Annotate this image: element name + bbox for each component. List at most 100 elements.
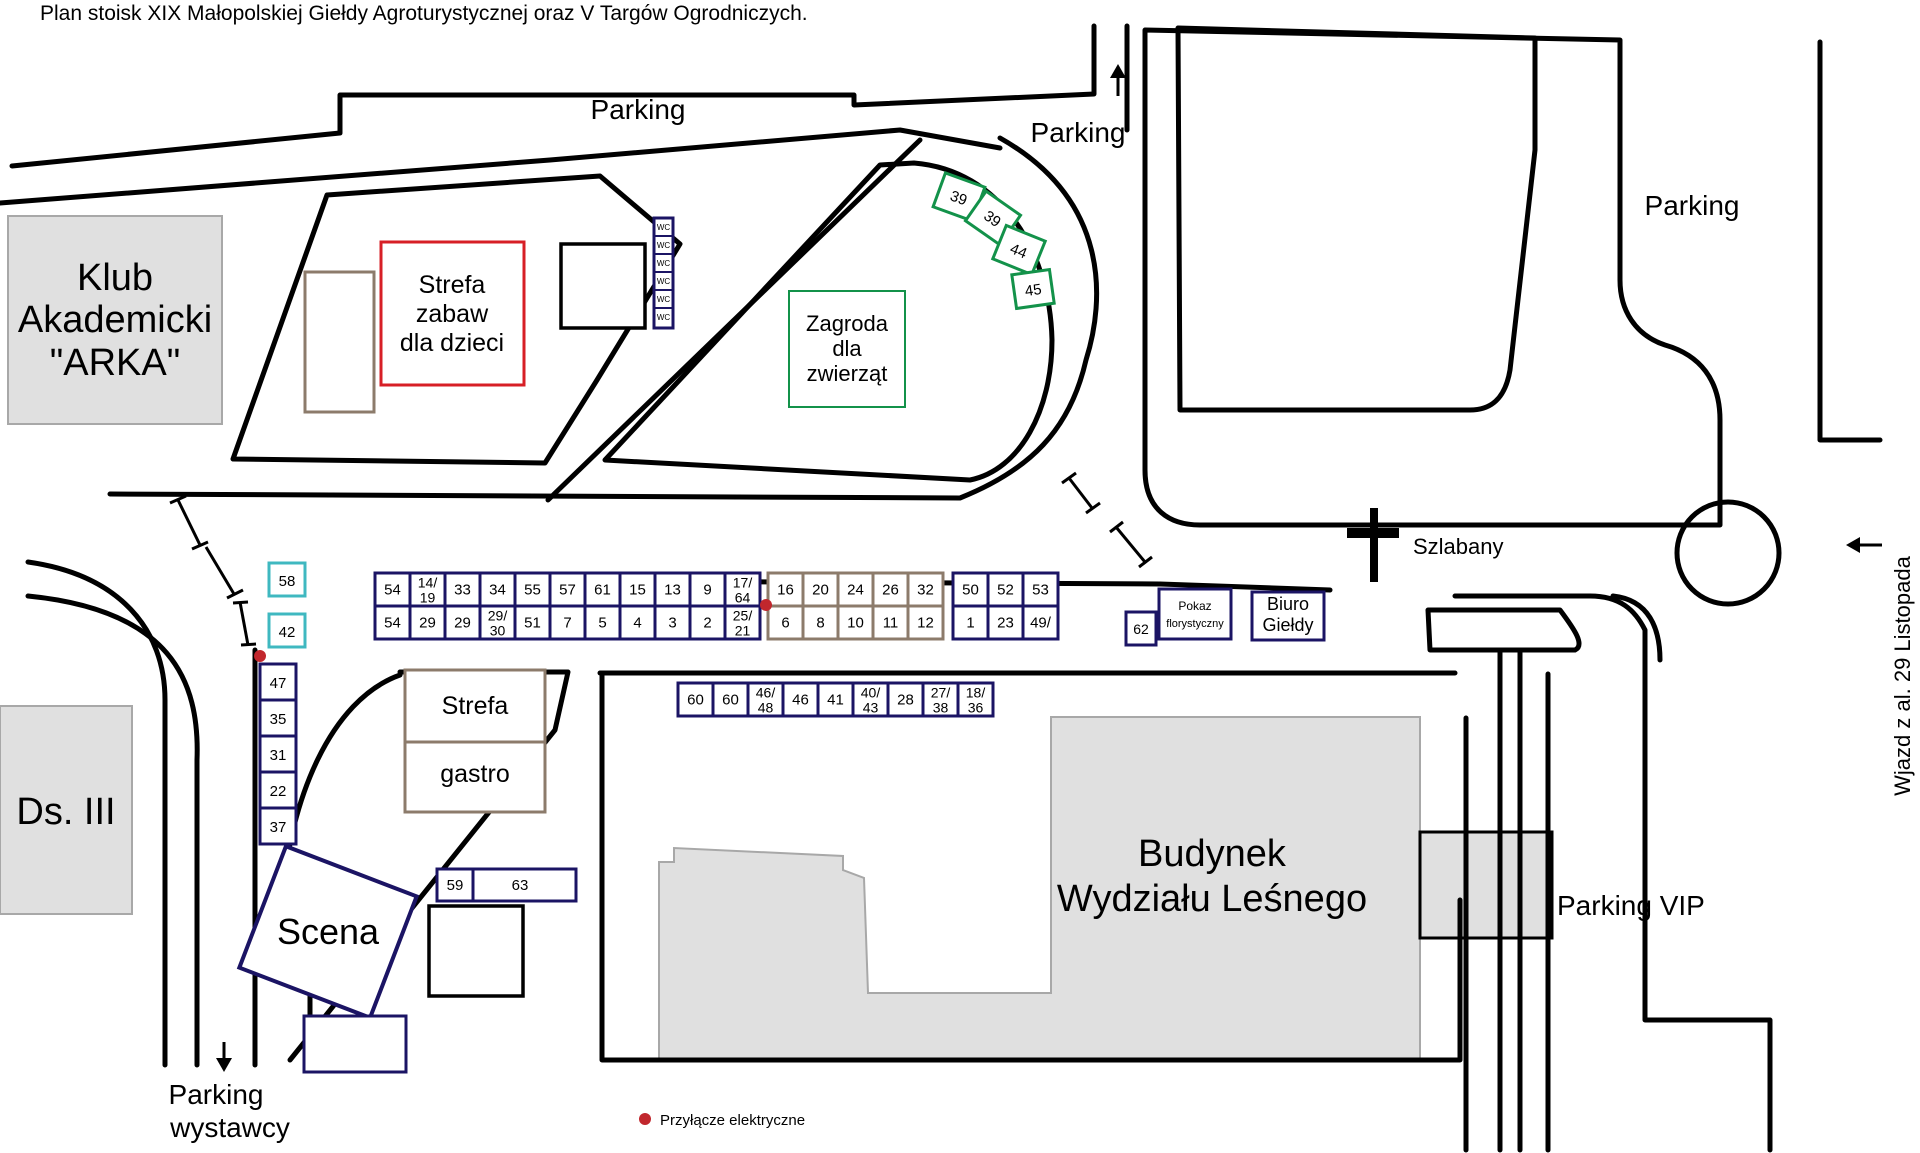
stand-label: 26 [882,582,899,599]
stand-37[interactable]: 37 [258,806,298,846]
stand-row-top-right-0[interactable]: 50 [951,571,990,608]
label-pokaz-1: Pokaz [1178,599,1211,613]
stand-row-top-navy-7[interactable]: 15 [618,571,657,608]
stand-label: 43 [863,700,879,716]
stand-label: 33 [454,582,471,599]
stand-label: 53 [1032,582,1049,599]
stand-row-top-navy-6[interactable]: 61 [583,571,622,608]
stand-row-bottom-navy-4[interactable]: 51 [513,604,552,641]
stand-label: 39 [948,188,969,210]
stand-row-top-brown-2[interactable]: 24 [836,571,875,608]
stand-row-lower-0[interactable]: 60 [676,681,715,718]
stand-label: 23 [997,615,1014,632]
stand-row-bottom-navy-7[interactable]: 4 [618,604,657,641]
stand-label: 24 [847,582,864,599]
stand-row-top-navy-9[interactable]: 9 [688,571,727,608]
stand-row-top-navy-10[interactable]: 17/64 [723,571,762,608]
stand-row-bottom-navy-10[interactable]: 25/21 [723,604,762,641]
stand-62[interactable]: 62 [1124,610,1158,647]
stand-row-top-brown-1[interactable]: 20 [801,571,840,608]
stand-row-bottom-brown-3[interactable]: 11 [871,604,910,641]
stand-row-bottom-navy-3[interactable]: 29/30 [478,604,517,641]
stand-row-bottom-brown-4[interactable]: 12 [906,604,945,641]
stand-35[interactable]: 35 [258,698,298,738]
stand-row-lower-5[interactable]: 40/43 [851,681,890,718]
road-top-upper [9,23,1097,169]
stand-row-lower-7[interactable]: 27/38 [921,681,960,718]
label-strefa-zabaw-1: Strefa [419,271,486,299]
label-parking-arrow: Parking [1031,117,1126,148]
stand-green-45[interactable]: 45 [1010,267,1056,311]
stand-row-bottom-navy-8[interactable]: 3 [653,604,692,641]
stand-label: 5 [598,615,606,632]
arrow-down-icon [216,1042,232,1072]
stand-row-lower-8[interactable]: 18/36 [956,681,995,718]
stand-row-bottom-navy-1[interactable]: 29 [408,604,447,641]
stand-label: 48 [758,700,774,716]
wc-label: WC [657,277,671,286]
zone-pokaz-florystyczny: Pokaz florystyczny [1157,587,1233,641]
stand-label: 44 [1008,240,1030,262]
stand-label: 18/ [966,685,986,701]
stand-row-bottom-brown-2[interactable]: 10 [836,604,875,641]
stand-row-bottom-navy-0[interactable]: 54 [373,604,412,641]
stand-row-lower-3[interactable]: 46 [781,681,820,718]
stand-label: 25/ [733,608,753,624]
stand-row-bottom-right-2[interactable]: 49/ [1021,604,1060,641]
stand-22[interactable]: 22 [258,770,298,810]
road-right-small-island [1425,607,1582,653]
road-far-right [1817,39,1883,443]
wc-label: WC [657,223,671,232]
stand-row-bottom-right-0[interactable]: 1 [951,604,990,641]
zone-black-square [559,242,647,330]
block-parking-right [1142,27,1723,528]
stand-teal-42[interactable]: 42 [267,612,307,649]
stand-row-bottom-navy-2[interactable]: 29 [443,604,482,641]
building-parking-vip-block [1418,830,1554,940]
label-klub-2: Akademicki [18,299,212,341]
stand-row-top-navy-3[interactable]: 34 [478,571,517,608]
stand-row-top-right-1[interactable]: 52 [986,571,1025,608]
stand-row-bottom-right-1[interactable]: 23 [986,604,1025,641]
stand-label: 42 [279,624,296,641]
stand-row-bottom-navy-5[interactable]: 7 [548,604,587,641]
arrow-up-icon [1110,64,1126,96]
stand-row-top-navy-4[interactable]: 55 [513,571,552,608]
stand-row-top-brown-4[interactable]: 32 [906,571,945,608]
stand-row-bottom-navy-6[interactable]: 5 [583,604,622,641]
block-strefa-zabaw-area [230,173,683,466]
stand-label: 57 [559,582,576,599]
stand-label: 39 [980,207,1003,230]
wc-items: WC WC WC WC WC WC [657,223,671,322]
stand-59[interactable]: 59 [435,867,475,903]
stand-row-lower-6[interactable]: 28 [886,681,925,718]
stand-label: 13 [664,582,681,599]
stand-label: 9 [703,582,711,599]
stand-label: 51 [524,615,541,632]
stand-row-lower-4[interactable]: 41 [816,681,855,718]
stand-row-bottom-brown-1[interactable]: 8 [801,604,840,641]
stand-row-lower-2[interactable]: 46/48 [746,681,785,718]
stand-row-top-navy-1[interactable]: 14/19 [408,571,447,608]
stand-row-lower-1[interactable]: 60 [711,681,750,718]
stand-row-bottom-brown-0[interactable]: 6 [766,604,805,641]
stand-label: 22 [270,783,287,800]
stand-label: 2 [703,615,711,632]
stand-row-bottom-navy-9[interactable]: 2 [688,604,727,641]
stand-label: 14/ [418,575,438,591]
stand-row-top-navy-8[interactable]: 13 [653,571,692,608]
stand-teal-58[interactable]: 58 [267,561,307,598]
stand-row-top-navy-2[interactable]: 33 [443,571,482,608]
stand-row-top-brown-0[interactable]: 16 [766,571,805,608]
stand-row-top-right-2[interactable]: 53 [1021,571,1060,608]
stand-label: 29/ [488,608,508,624]
zone-black-lower [427,904,525,998]
stand-47[interactable]: 47 [258,662,298,702]
stand-green-44[interactable]: 44 [990,223,1048,277]
stand-row-top-navy-0[interactable]: 54 [373,571,412,608]
stand-row-top-brown-3[interactable]: 26 [871,571,910,608]
stand-label: 11 [883,615,899,632]
stand-31[interactable]: 31 [258,734,298,774]
stand-63[interactable]: 63 [471,867,578,903]
stand-row-top-navy-5[interactable]: 57 [548,571,587,608]
